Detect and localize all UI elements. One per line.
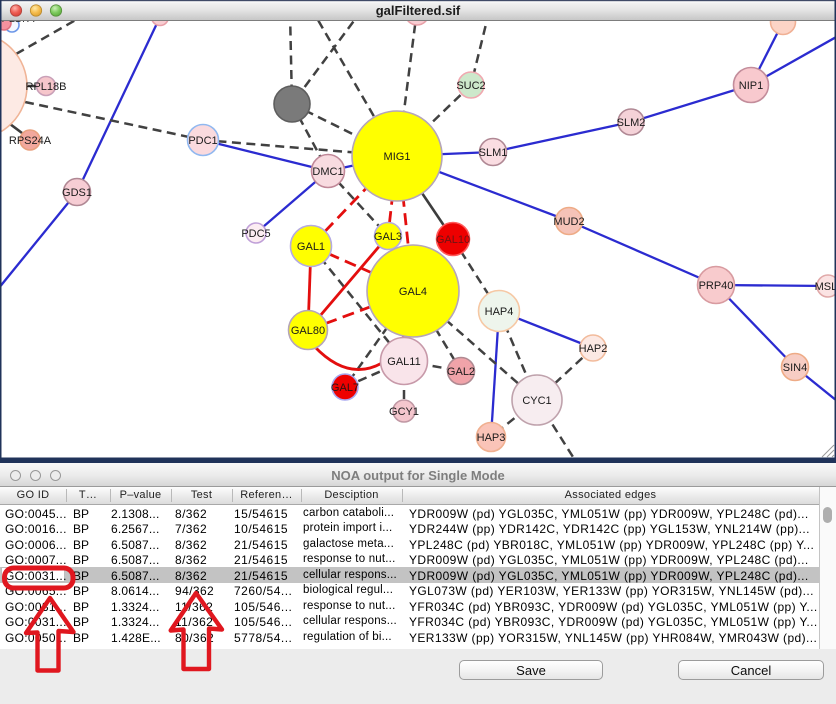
svg-text:MUD2: MUD2 (553, 216, 584, 228)
svg-text:GDS1: GDS1 (62, 187, 92, 199)
svg-text:GAL1: GAL1 (297, 241, 325, 253)
svg-text:HAP2: HAP2 (579, 343, 608, 355)
svg-text:PDC1: PDC1 (188, 135, 217, 147)
svg-text:SUC2: SUC2 (456, 80, 485, 92)
svg-text:MIG1: MIG1 (384, 151, 411, 163)
svg-text:NIP1: NIP1 (739, 80, 763, 92)
svg-text:HAP4: HAP4 (485, 306, 514, 318)
svg-text:MSL1: MSL1 (815, 281, 836, 293)
svg-text:RPS24A: RPS24A (9, 135, 52, 147)
svg-text:SIN4: SIN4 (783, 362, 807, 374)
svg-text:galFiltered.sif: galFiltered.sif (376, 3, 461, 18)
svg-text:SLM2: SLM2 (617, 117, 646, 129)
svg-text:GAL7: GAL7 (331, 382, 359, 394)
svg-text:CYC1: CYC1 (522, 395, 551, 407)
svg-text:SLM1: SLM1 (479, 147, 508, 159)
svg-text:RPL18B: RPL18B (26, 81, 67, 93)
svg-text:GCY1: GCY1 (389, 406, 419, 418)
svg-text:GAL2: GAL2 (447, 366, 475, 378)
svg-text:HAP3: HAP3 (477, 432, 506, 444)
svg-text:PDC5: PDC5 (241, 228, 270, 240)
svg-text:GAL80: GAL80 (291, 325, 325, 337)
svg-text:GAL10: GAL10 (436, 234, 470, 246)
svg-text:GAL3: GAL3 (374, 231, 402, 243)
svg-text:GAL11: GAL11 (387, 356, 420, 368)
svg-text:GAL4: GAL4 (399, 286, 427, 298)
svg-text:DMC1: DMC1 (312, 166, 343, 178)
svg-text:PRP40: PRP40 (699, 280, 734, 292)
